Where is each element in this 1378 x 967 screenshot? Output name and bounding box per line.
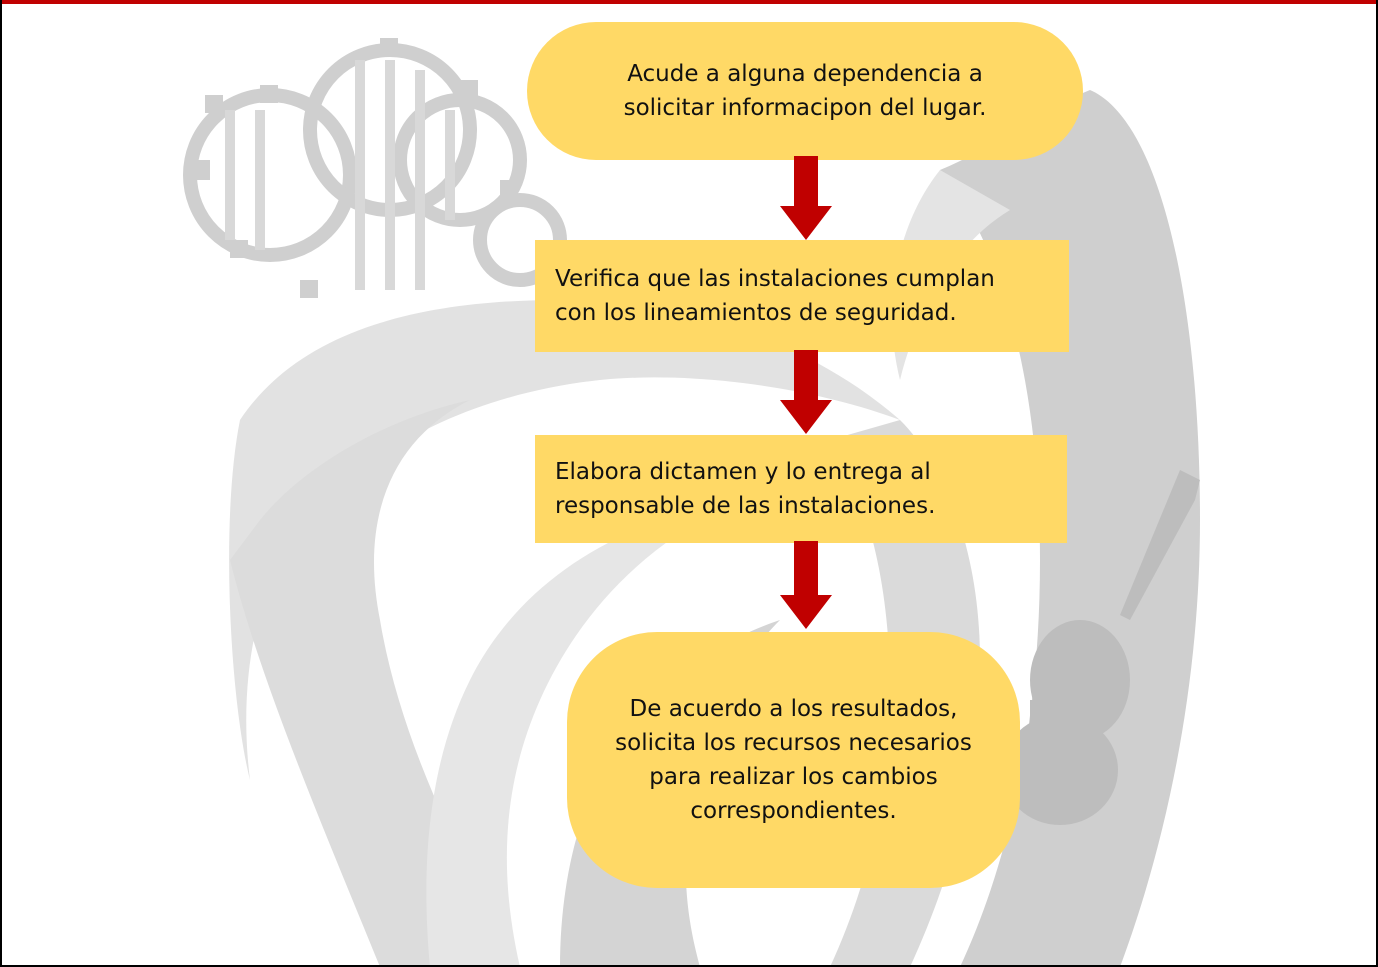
flow-arrow-2 — [780, 350, 832, 434]
flow-step-1-line-2: solicitar informacipon del lugar. — [623, 95, 987, 121]
flow-arrow-1 — [780, 156, 832, 240]
flow-step-1-line-1: Acude a alguna dependencia a — [627, 61, 983, 87]
flow-step-3-line-1: Elabora dictamen y lo entrega al — [555, 459, 931, 485]
top-accent-bar — [0, 0, 1378, 4]
flow-step-3: Elabora dictamen y lo entrega al respons… — [535, 435, 1067, 543]
flow-step-4-line-2: solicita los recursos necesarios — [615, 730, 972, 756]
flow-step-4-line-1: De acuerdo a los resultados, — [629, 696, 958, 722]
flow-step-4-line-4: correspondientes. — [690, 798, 897, 824]
flow-step-1: Acude a alguna dependencia a solicitar i… — [527, 22, 1083, 160]
flow-step-2: Verifica que las instalaciones cumplan c… — [535, 240, 1069, 352]
flow-step-4: De acuerdo a los resultados, solicita lo… — [567, 632, 1020, 888]
violin-icon — [1002, 470, 1200, 825]
flow-arrow-3 — [780, 541, 832, 629]
flow-step-2-line-2: con los lineamientos de seguridad. — [555, 300, 957, 326]
flow-step-2-line-1: Verifica que las instalaciones cumplan — [555, 266, 995, 292]
flow-step-3-line-2: responsable de las instalaciones. — [555, 493, 936, 519]
flow-step-4-line-3: para realizar los cambios — [649, 764, 938, 790]
